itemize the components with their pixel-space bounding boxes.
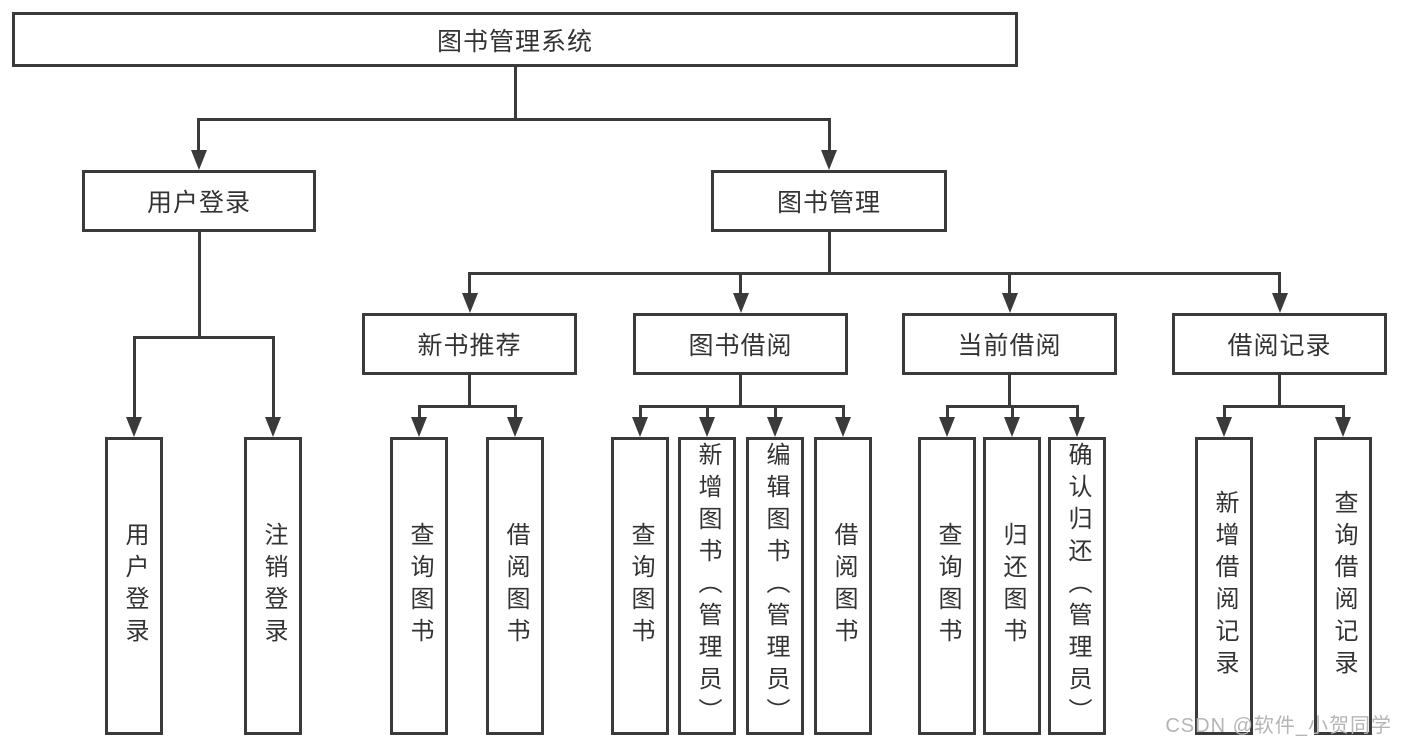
node-label: 当前借阅 [957, 332, 1062, 360]
arrow-down-icon [462, 293, 478, 313]
connector-line [739, 272, 742, 293]
leaf-borrow-books-recommend: 借阅图书 [486, 437, 544, 735]
arrow-down-icon [767, 417, 783, 437]
leaf-label: 查询借阅记录 [1330, 490, 1357, 682]
leaf-label: 查询图书 [934, 522, 961, 650]
connector-line [1011, 405, 1014, 417]
leaf-label: 用户登录 [121, 522, 148, 650]
leaf-borrow-books: 借阅图书 [814, 437, 872, 735]
arrow-down-icon [1216, 417, 1232, 437]
connector-line [133, 336, 275, 339]
arrow-down-icon [1002, 293, 1018, 313]
connector-line [468, 272, 471, 293]
arrow-down-icon [191, 150, 207, 170]
leaf-label: 确认归还（管理员） [1064, 442, 1091, 730]
connector-line [842, 405, 845, 417]
connector-line [418, 405, 517, 408]
node-current-borrowing: 当前借阅 [902, 313, 1117, 375]
connector-line [468, 272, 1281, 275]
node-user-login: 用户登录 [82, 170, 316, 232]
connector-line [514, 67, 517, 121]
arrow-down-icon [1004, 417, 1020, 437]
leaf-logout: 注销登录 [244, 437, 302, 735]
connector-line [468, 375, 471, 408]
connector-line [1223, 405, 1345, 408]
leaf-add-borrow-record: 新增借阅记录 [1195, 437, 1253, 735]
node-label: 图书借阅 [688, 332, 793, 360]
arrow-down-icon [1335, 417, 1351, 437]
connector-line [828, 232, 831, 275]
leaf-query-books-borrow: 查询图书 [611, 437, 669, 735]
node-root: 图书管理系统 [12, 12, 1018, 67]
arrow-down-icon [699, 417, 715, 437]
connector-line [639, 405, 642, 417]
arrow-down-icon [411, 417, 427, 437]
connector-line [1342, 405, 1345, 417]
node-label: 用户登录 [146, 189, 251, 217]
node-label: 新书推荐 [417, 332, 522, 360]
leaf-add-book-admin: 新增图书（管理员） [678, 437, 736, 735]
node-label: 图书管理系统 [436, 27, 593, 56]
connector-line [418, 405, 421, 417]
leaf-confirm-return-admin: 确认归还（管理员） [1048, 437, 1106, 735]
arrow-down-icon [126, 417, 142, 437]
arrow-down-icon [1069, 417, 1085, 437]
node-book-management: 图书管理 [711, 170, 947, 232]
leaf-label: 注销登录 [260, 522, 287, 650]
arrow-down-icon [835, 417, 851, 437]
connector-line [1278, 272, 1281, 293]
arrow-down-icon [632, 417, 648, 437]
leaf-label: 新增借阅记录 [1211, 490, 1238, 682]
leaf-return-book: 归还图书 [983, 437, 1041, 735]
arrow-down-icon [265, 417, 281, 437]
node-new-book-recommendation: 新书推荐 [362, 313, 577, 375]
arrow-down-icon [939, 417, 955, 437]
connector-line [1008, 375, 1011, 408]
node-label: 图书管理 [776, 189, 881, 217]
connector-line [133, 336, 136, 417]
watermark: CSDN @软件_小贺同学 [1165, 715, 1392, 737]
arrow-down-icon [507, 417, 523, 437]
connector-line [197, 118, 831, 121]
arrow-down-icon [1272, 293, 1288, 313]
connector-line [828, 118, 831, 152]
leaf-query-books-recommend: 查询图书 [390, 437, 448, 735]
connector-line [1008, 272, 1011, 293]
leaf-label: 查询图书 [406, 522, 433, 650]
connector-line [1076, 405, 1079, 417]
arrow-down-icon [821, 150, 837, 170]
connector-line [514, 405, 517, 417]
leaf-label: 借阅图书 [830, 522, 857, 650]
leaf-label: 归还图书 [999, 522, 1026, 650]
leaf-edit-book-admin: 编辑图书（管理员） [746, 437, 804, 735]
leaf-label: 编辑图书（管理员） [762, 442, 789, 730]
connector-line [198, 232, 201, 339]
node-book-borrowing: 图书借阅 [633, 313, 848, 375]
leaf-label: 借阅图书 [502, 522, 529, 650]
connector-line [946, 405, 949, 417]
connector-line [272, 336, 275, 417]
connector-line [774, 405, 777, 417]
connector-line [1278, 375, 1281, 408]
connector-line [706, 405, 709, 417]
leaf-label: 新增图书（管理员） [694, 442, 721, 730]
connector-line [1223, 405, 1226, 417]
arrow-down-icon [733, 293, 749, 313]
connector-line [197, 118, 200, 152]
leaf-user-login: 用户登录 [105, 437, 163, 735]
connector-line [639, 405, 844, 408]
node-label: 借阅记录 [1227, 332, 1332, 360]
node-borrowing-records: 借阅记录 [1172, 313, 1387, 375]
leaf-label: 查询图书 [627, 522, 654, 650]
leaf-query-borrow-record: 查询借阅记录 [1314, 437, 1372, 735]
leaf-query-books-current: 查询图书 [918, 437, 976, 735]
connector-line [739, 375, 742, 408]
